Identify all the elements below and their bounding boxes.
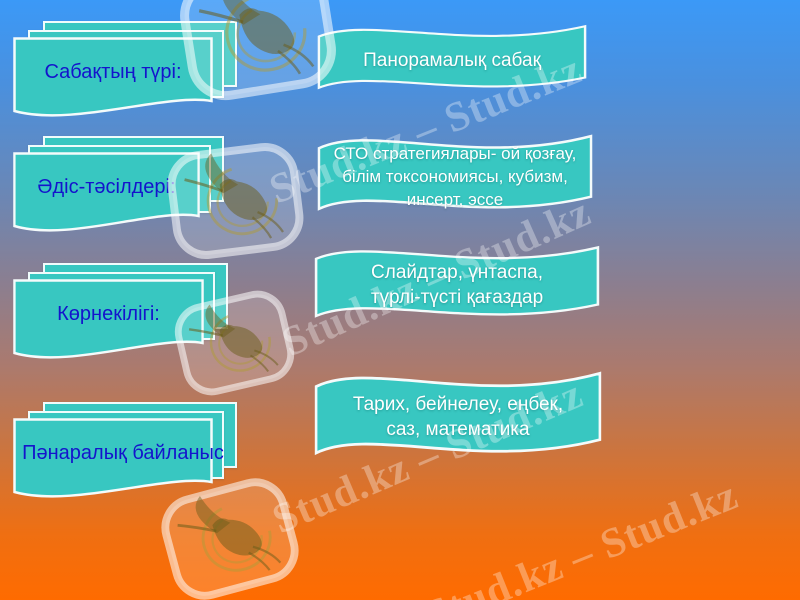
wave-lesson-type-value: Панорамалық сабақ bbox=[316, 16, 588, 104]
lesson-type-value: Панорамалық сабақ bbox=[363, 49, 541, 71]
interdisciplinary-label: Пәнаралық байланыс bbox=[22, 442, 224, 464]
methods-value-line: инсерт, эссе bbox=[406, 189, 504, 209]
visual-aids-label: Көрнекілігі: bbox=[57, 303, 160, 325]
wave-visual-aids-value: Слайдтар, үнтаспа, түрлі-түсті қағаздар bbox=[313, 236, 601, 334]
wave-shape bbox=[314, 245, 600, 318]
visual-aids-value-line: түрлі-түсті қағаздар bbox=[370, 287, 544, 308]
interdisciplinary-value-line: саз, математика bbox=[386, 419, 530, 440]
interdisciplinary-value-line: Тарих, бейнелеу, еңбек, bbox=[352, 394, 564, 415]
studkz-watermark-text: Stud.kz – Stud.kz bbox=[419, 472, 745, 600]
wave-interdisciplinary-value: Тарих, бейнелеу, еңбек, саз, математика bbox=[313, 360, 603, 474]
methods-value-line: СТО стратегиялары- ой қозғау, bbox=[333, 143, 577, 163]
wave-shape bbox=[317, 134, 593, 211]
wave-shape bbox=[317, 24, 587, 90]
stack-lesson-type: Сабақтың түрі: bbox=[13, 21, 263, 141]
stack-visual-aids: Көрнекілігі: bbox=[13, 263, 263, 383]
lesson-type-label: Сабақтың түрі: bbox=[44, 61, 182, 83]
visual-aids-value-line: Слайдтар, үнтаспа, bbox=[371, 262, 543, 283]
card-front-wavy bbox=[13, 37, 213, 117]
stack-methods: Әдіс-тәсілдері: bbox=[13, 136, 263, 256]
methods-value-line: білім токсономиясы, кубизм, bbox=[342, 166, 568, 186]
methods-label: Әдіс-тәсілдері: bbox=[37, 176, 176, 198]
stack-interdisciplinary: Пәнаралық байланыс bbox=[13, 402, 263, 522]
wave-shape bbox=[314, 371, 602, 456]
wave-methods-value: СТО стратегиялары- ой қозғау, білім токс… bbox=[316, 124, 594, 228]
